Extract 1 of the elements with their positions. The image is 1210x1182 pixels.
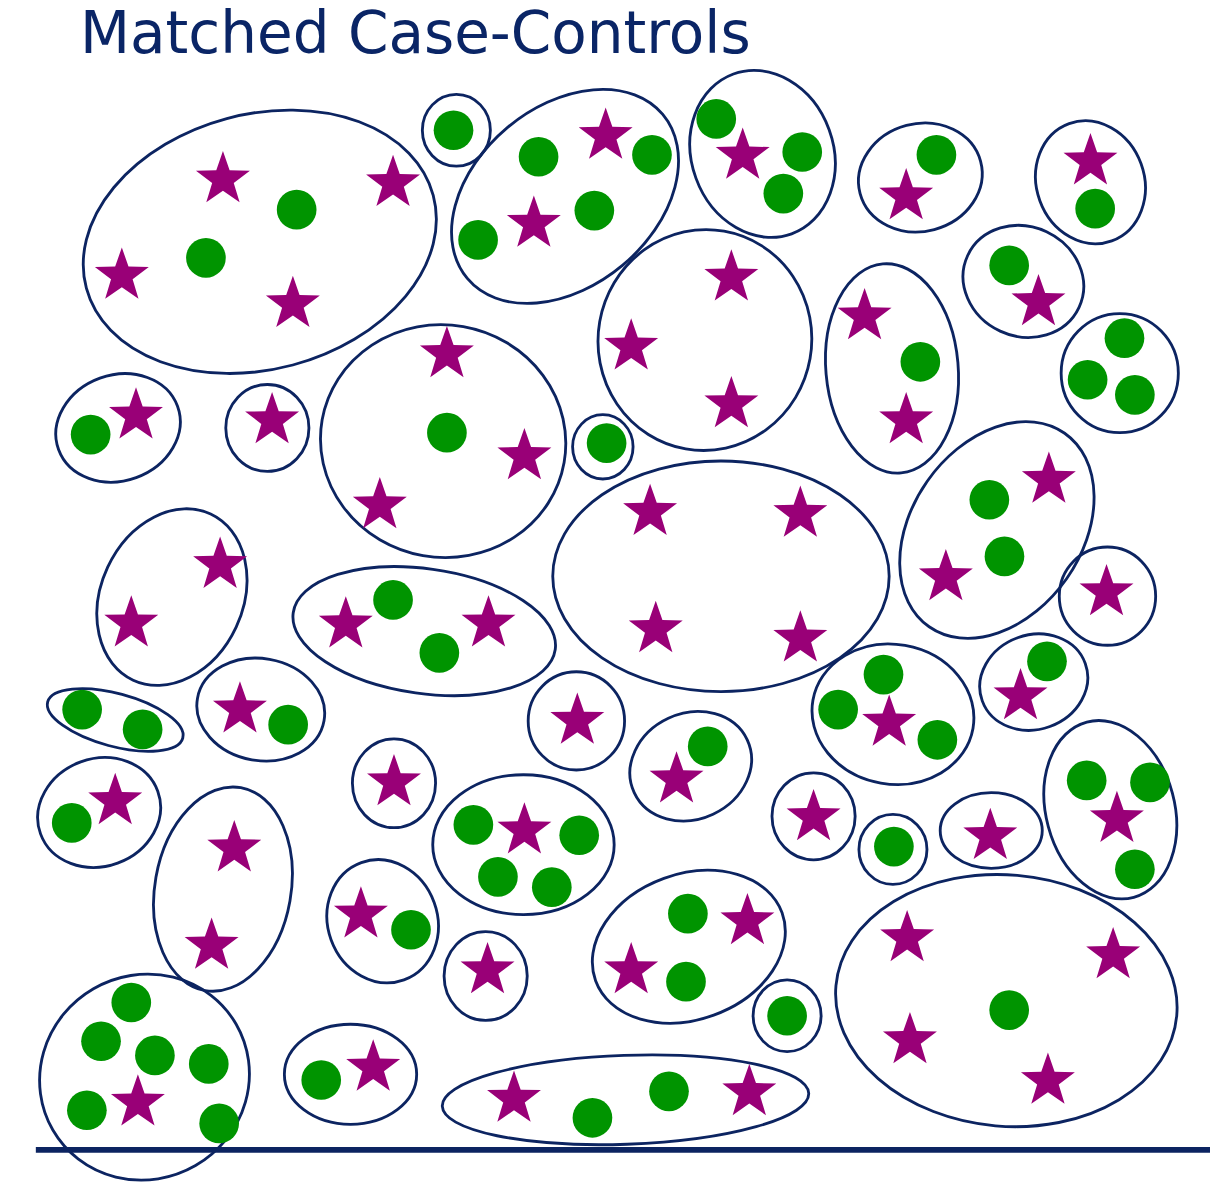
- title: Matched Case-Controls: [80, 0, 751, 66]
